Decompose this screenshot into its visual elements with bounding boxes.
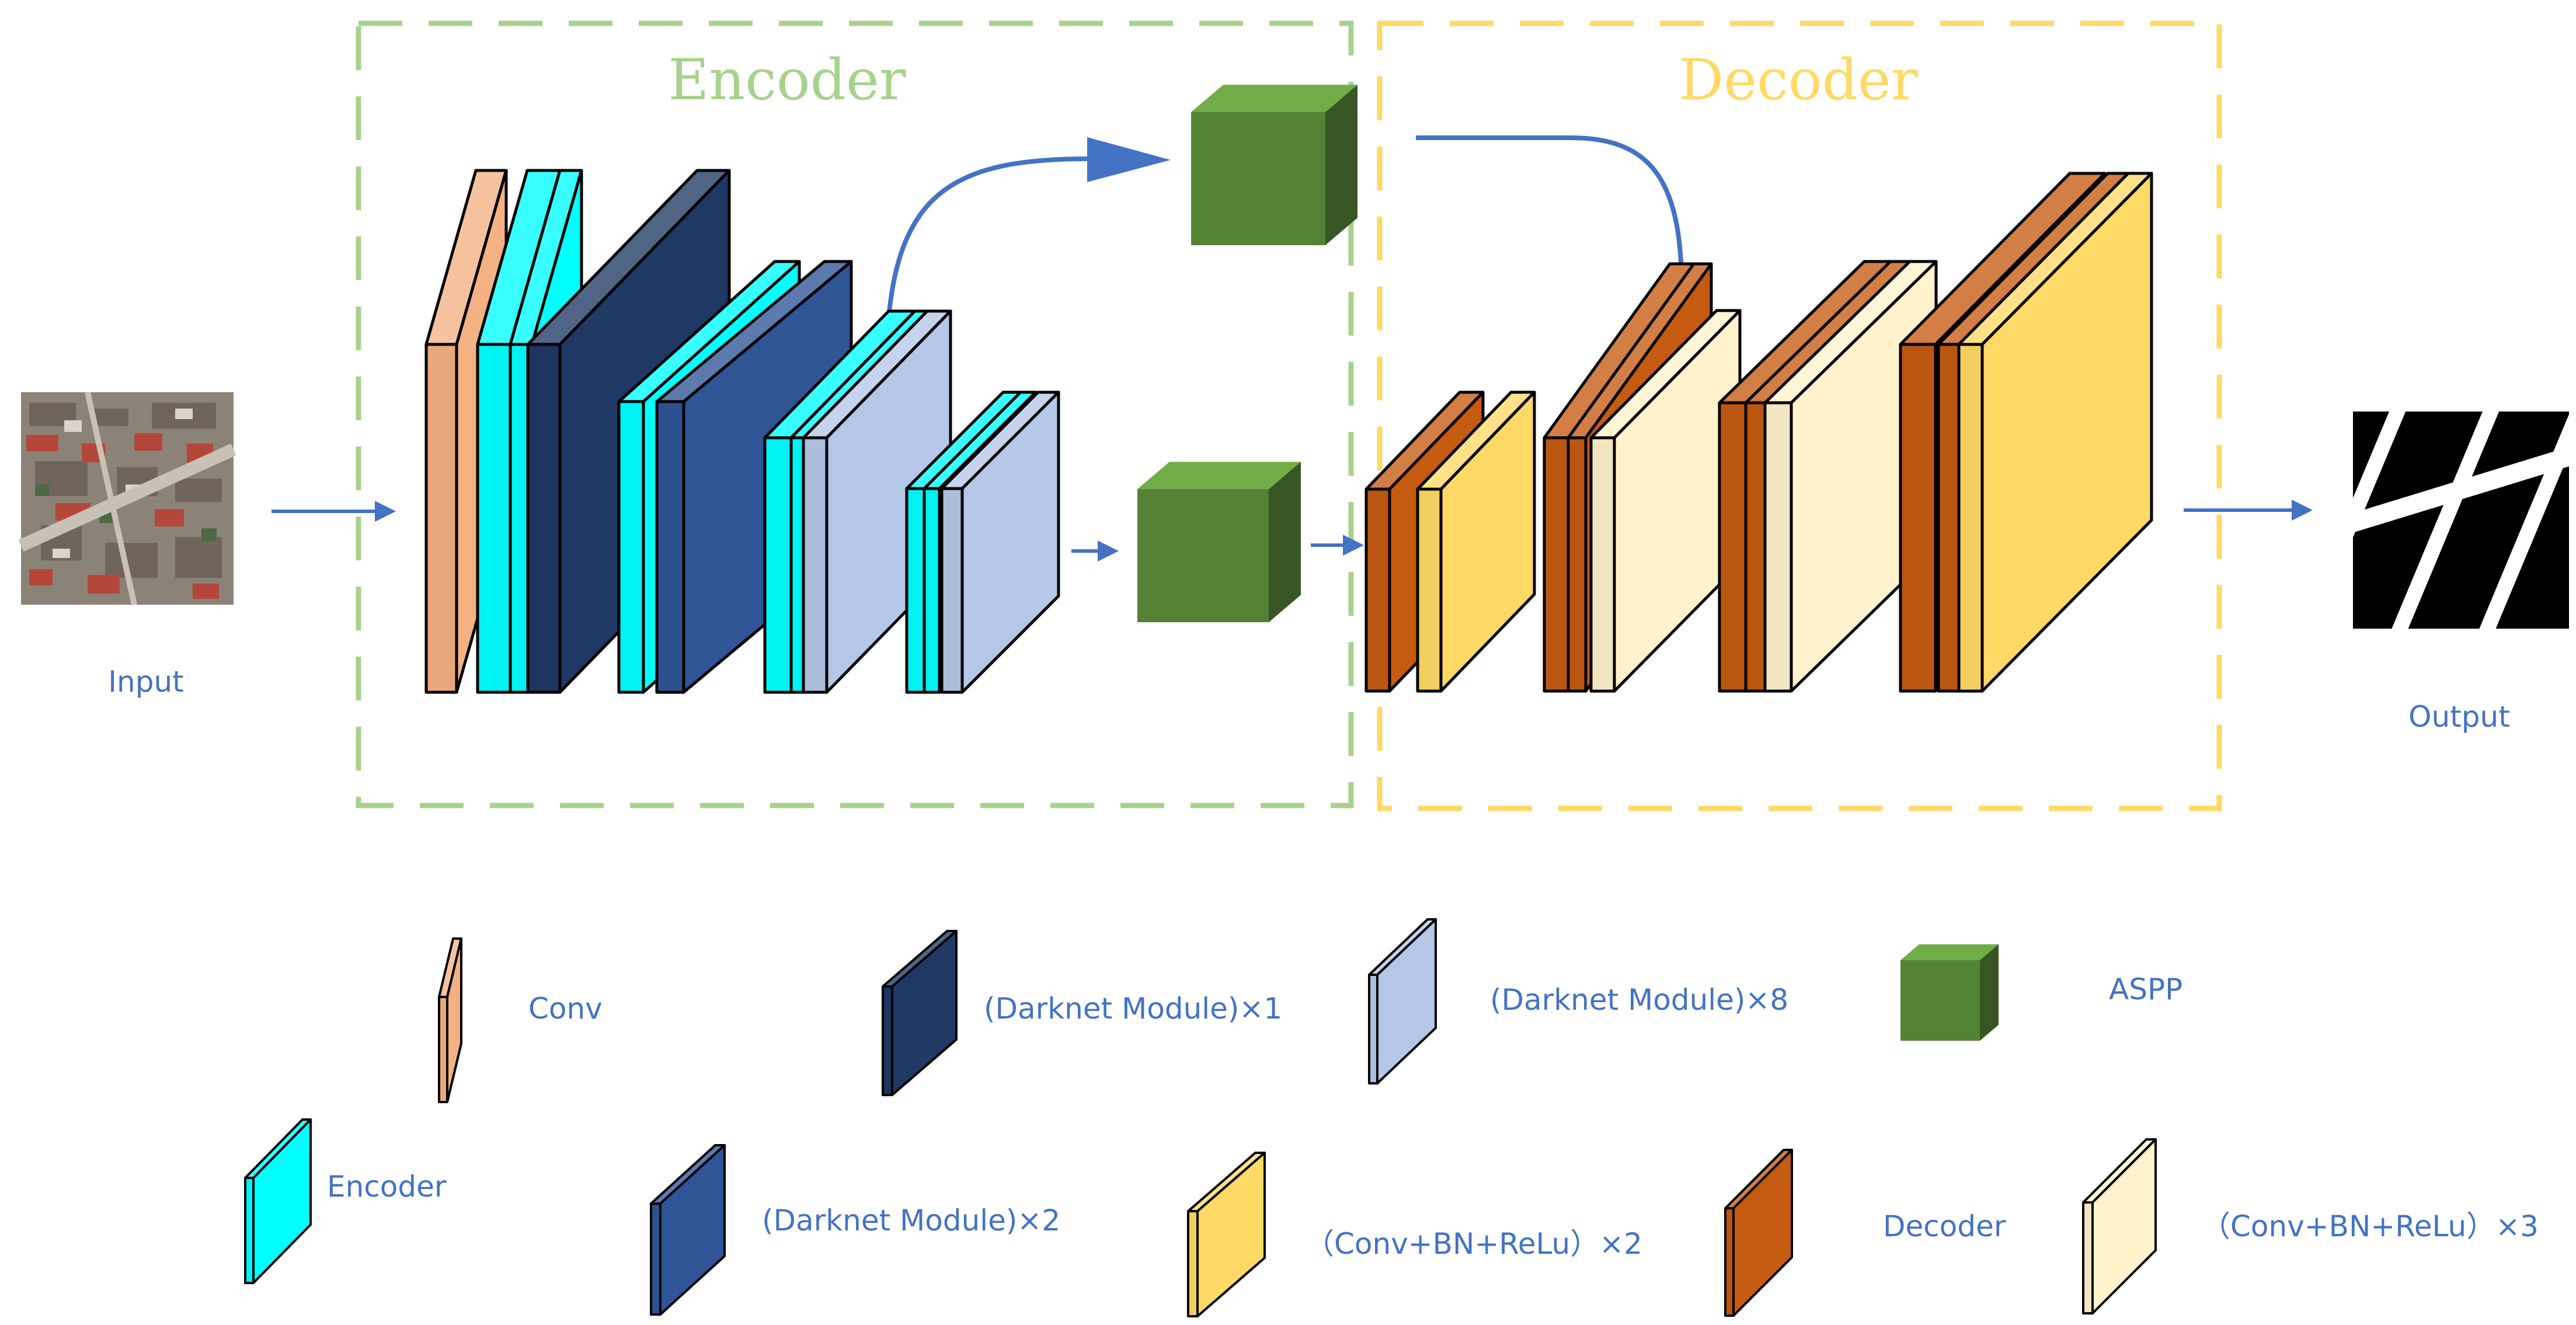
legend-label-convbn2: （Conv+BN+ReLu）×2 xyxy=(1305,1227,1642,1261)
legend-label-decoder: Decoder xyxy=(1883,1209,2006,1243)
convbn2-layer xyxy=(1957,172,2153,693)
legend-swatch-encoder xyxy=(244,1118,312,1284)
legend-label-encoder: Encoder xyxy=(327,1170,447,1204)
legend-swatch-convbn2 xyxy=(1187,1152,1266,1317)
skip-arrow-up xyxy=(884,156,1098,374)
legend-swatches xyxy=(244,918,2157,1317)
convbn3-layer xyxy=(1589,309,1742,693)
darknet8-layer xyxy=(940,390,1060,694)
input-label: Input xyxy=(108,665,183,699)
decoder-box xyxy=(1377,20,2222,811)
legend-swatch-conv xyxy=(438,937,462,1103)
convbn2-layer xyxy=(1416,390,1536,693)
skip-arrow-down xyxy=(1416,135,1684,287)
output-mask xyxy=(2353,412,2569,629)
encoder-box xyxy=(356,20,1354,808)
legend-swatch-darknet2 xyxy=(650,1144,726,1316)
legend-swatch-aspp xyxy=(1900,944,1999,1041)
legend-swatch-darknet8 xyxy=(1368,918,1437,1085)
legend-label-darknet8: (Darknet Module)×8 xyxy=(1490,983,1788,1017)
input-image xyxy=(18,391,236,606)
decoder-title: Decoder xyxy=(1679,47,1918,113)
legend-swatch-decoder xyxy=(1724,1149,1793,1317)
legend-label-darknet2: (Darknet Module)×2 xyxy=(762,1204,1060,1237)
legend-label-aspp: ASPP xyxy=(2109,972,2182,1006)
legend-swatch-convbn3 xyxy=(2082,1138,2157,1314)
network-blocks xyxy=(424,85,2153,694)
encoder-title: Encoder xyxy=(668,47,906,113)
aspp-cube-skip xyxy=(1191,85,1357,245)
legend-label-conv: Conv xyxy=(528,992,603,1026)
legend-swatch-darknet1 xyxy=(882,930,958,1096)
output-label: Output xyxy=(2408,700,2510,734)
legend-label-convbn3: （Conv+BN+ReLu）×3 xyxy=(2201,1209,2539,1243)
legend-label-darknet1: (Darknet Module)×1 xyxy=(984,992,1282,1026)
aspp-cube-main xyxy=(1137,462,1301,622)
skip-arrow-up-head xyxy=(1087,137,1171,182)
